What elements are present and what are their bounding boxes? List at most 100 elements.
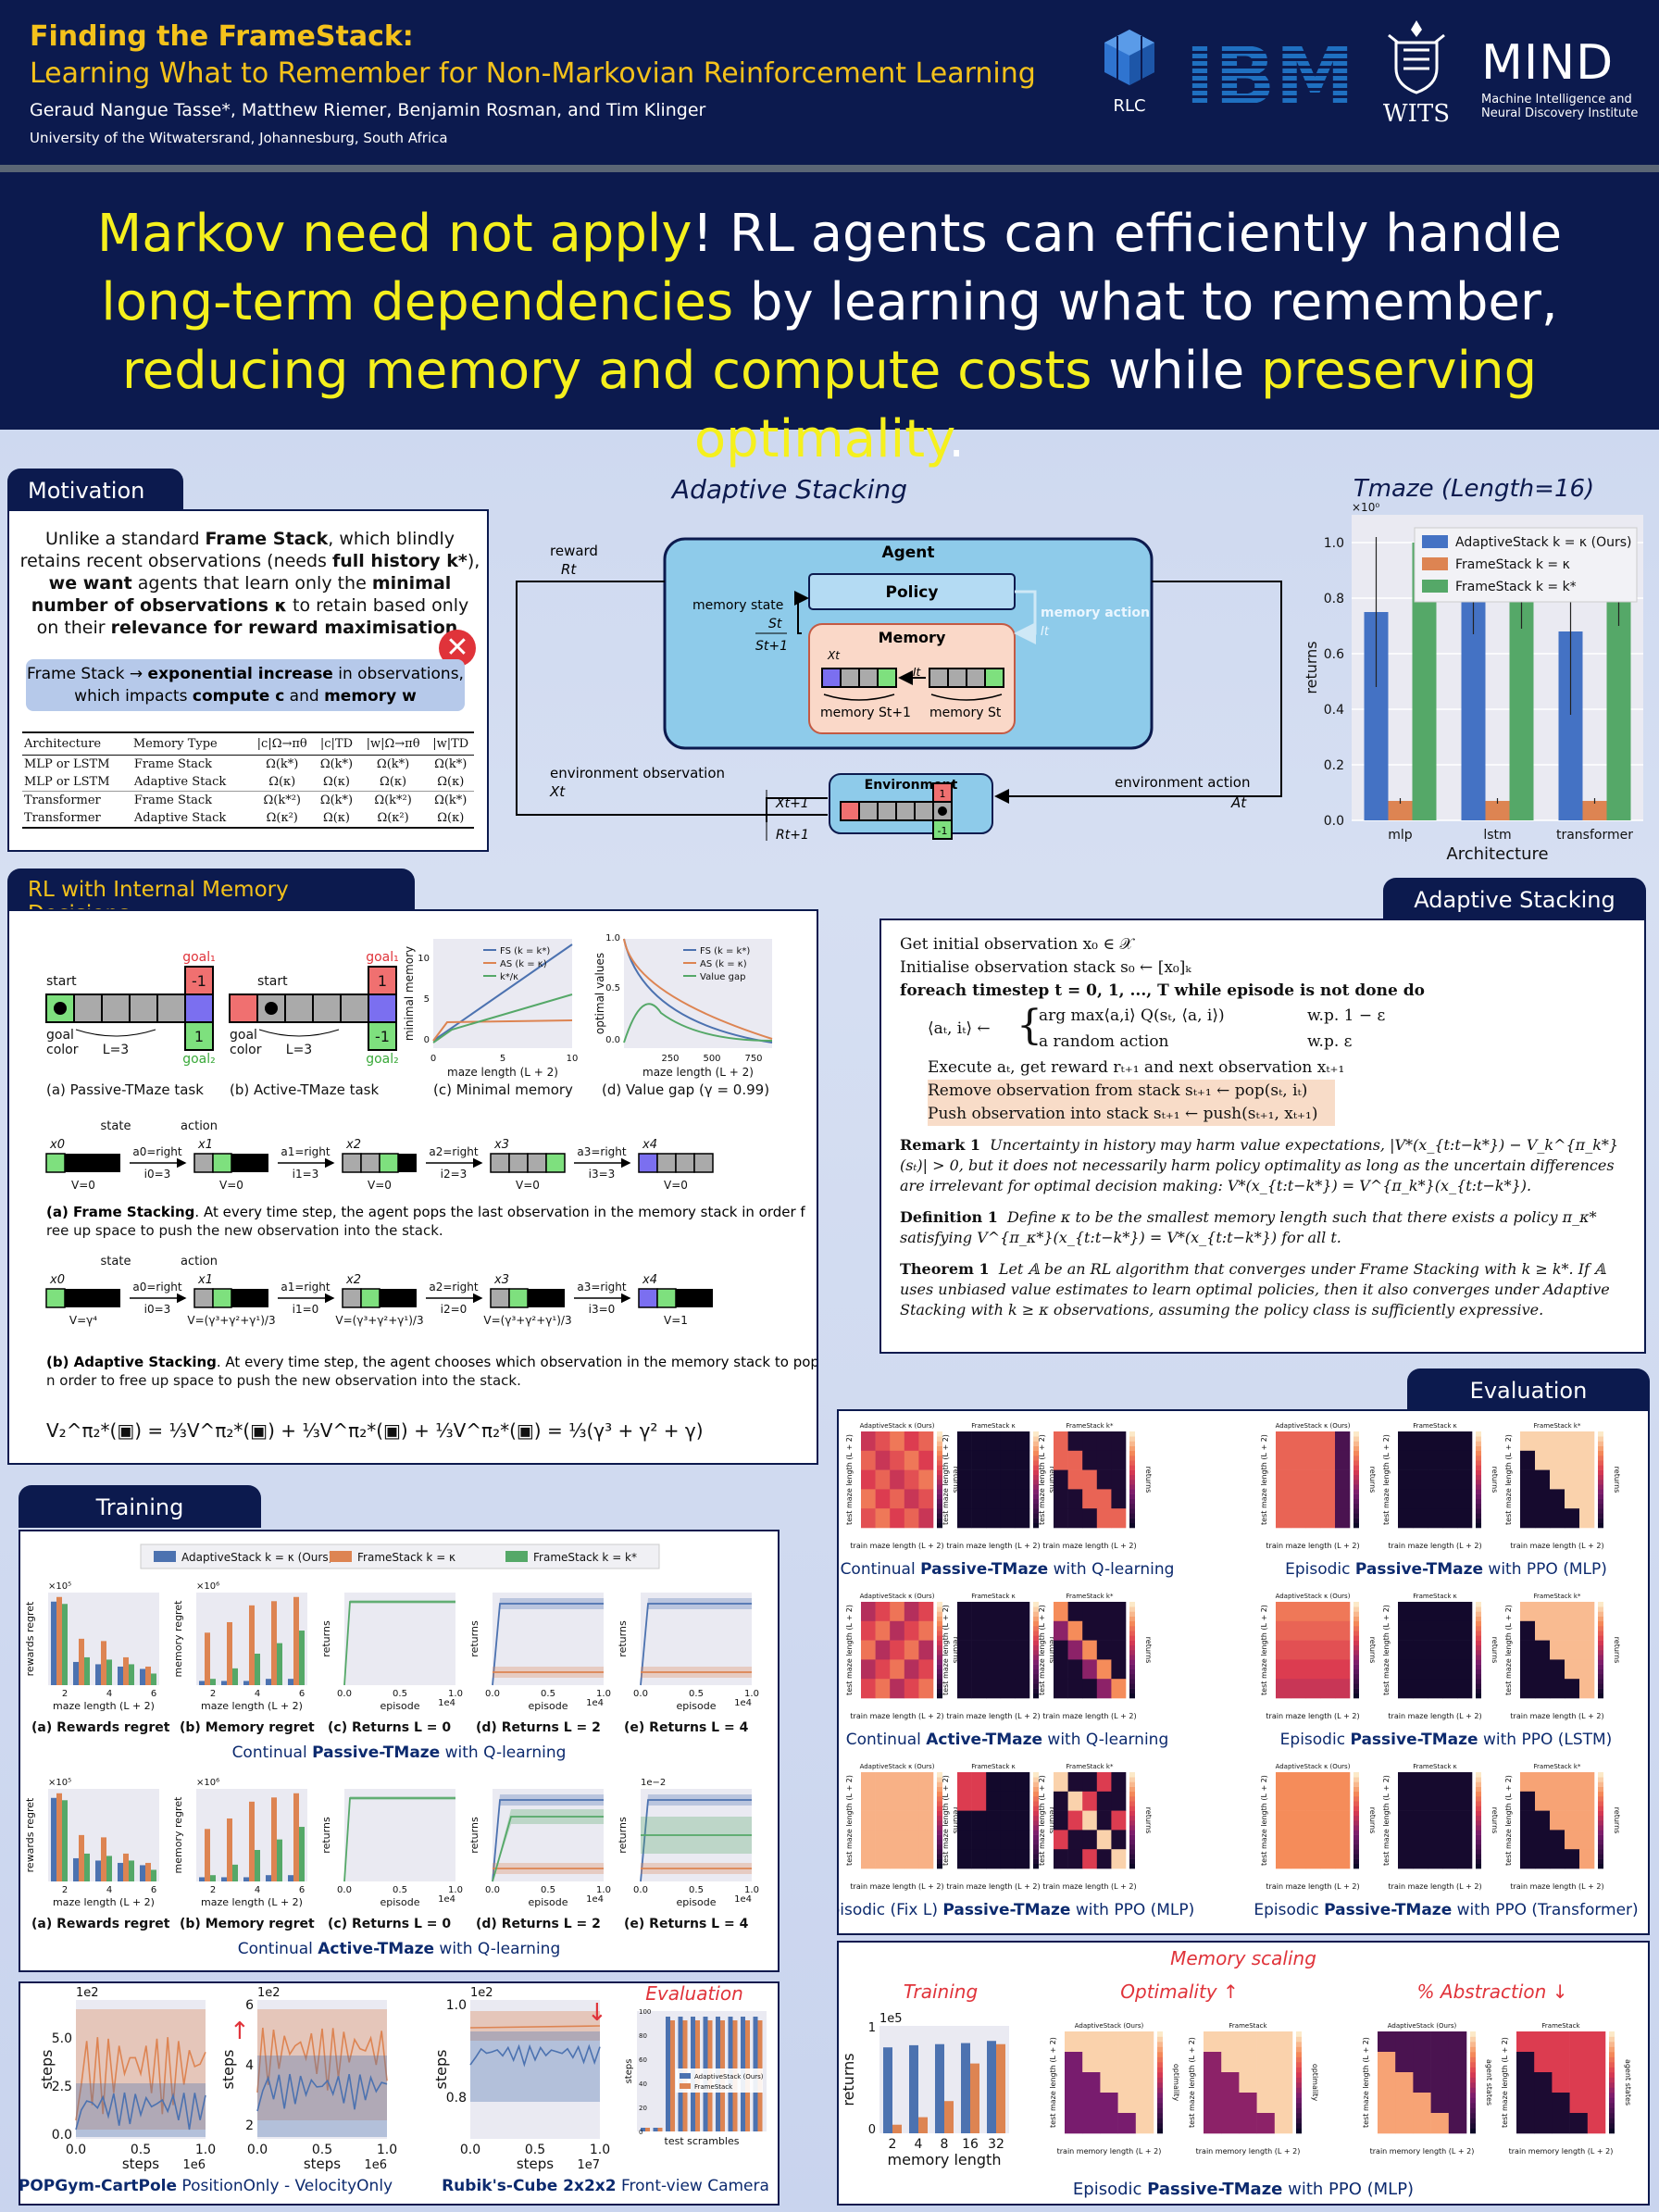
colorbar-step [1296,2042,1302,2047]
colorbar-step [937,1480,942,1485]
heatmap-cell [1565,1791,1580,1811]
series-line [623,1003,773,1044]
heatmap-cell [1565,1640,1580,1660]
heatmap-xlabel: train maze length (L + 2) [1042,1882,1136,1891]
heatmap-cell [1378,2052,1396,2073]
colorbar-step [1470,2103,1476,2108]
frame-action: a1=right [281,1145,331,1158]
stack-cell [638,1288,658,1308]
colorbar-step [1476,1620,1481,1627]
heatmap-cell [1305,1620,1321,1641]
bar [670,2020,675,2131]
heatmap-cell [918,1602,934,1622]
colorbar-step [1129,1431,1135,1437]
row-caption: (e) Returns L = 4 [624,1917,749,1931]
colorbar-step [1476,1849,1481,1855]
heatmap-cell [1395,2052,1414,2073]
x-tick: 2 [62,1689,68,1699]
heatmap-cell [1305,1602,1321,1622]
heatmap-cell [1457,1849,1473,1869]
heatmap-cell [890,1431,905,1452]
x-tick: 2 [62,1885,68,1895]
heatmap-title: FrameStack k* [1534,1593,1581,1600]
heatmap-cell [1398,1659,1414,1680]
frame-caption: ree up space to push the new observation… [46,1222,443,1239]
colorbar-label: returns [952,1467,960,1493]
colorbar-step [1033,1655,1039,1660]
bar [935,2043,944,2133]
heatmap-title: AdaptiveStack (Ours) [1388,2022,1457,2030]
heatmap-cell [875,1602,891,1622]
heatmap-cell [1550,1659,1565,1680]
bar [227,1621,232,1685]
colorbar-step [1296,2031,1302,2037]
heatmap-cell [1579,1489,1595,1509]
colorbar-step [1129,1602,1135,1607]
colorbar-step [937,1498,942,1505]
colorbar-step [1609,2113,1615,2118]
heatmap-cell [1378,2113,1396,2134]
heatmap-cell [1100,2031,1118,2053]
heatmap-cell [1256,2031,1276,2053]
colorbar-step [1598,1484,1603,1490]
bar [232,1668,238,1685]
colorbar-step [1033,1474,1039,1481]
heatmap-cell [890,1849,905,1869]
svg-text:Rt: Rt [561,561,577,578]
x-label: steps [517,2156,554,2172]
heatmap-cell [918,1791,934,1811]
heatmap-cell [1565,1772,1580,1793]
x-label: episode [528,1700,568,1712]
stack-cell [45,1153,66,1173]
colorbar-step [1476,1635,1481,1641]
bar [892,2124,902,2133]
goal-color-label: goal [230,1028,257,1043]
colorbar-step [937,1450,942,1456]
heatmap-ylabel: test maze length (L + 2) [942,1775,950,1866]
colorbar-step [1129,1606,1135,1612]
heatmap-cell [971,1620,987,1641]
colorbar-step [1033,1863,1039,1869]
heatmap-cell [890,1679,905,1699]
heatmap-cell [1291,1640,1306,1660]
colorbar-step [1470,2052,1476,2057]
heatmap-cell [1291,1830,1306,1850]
heatmap-cell [1398,1450,1414,1470]
heatmap-cell [1111,1659,1127,1680]
y-label: steps [432,2050,450,2090]
heatmap-cell [1054,1772,1068,1793]
heatmap-cell [890,1489,905,1509]
bar [299,1631,305,1685]
colorbar-step [1598,1849,1603,1855]
colorbar-step [1598,1635,1603,1641]
heatmap-cell [1535,1830,1551,1850]
heatmap-cell [1239,2113,1257,2134]
colorbar [937,1431,942,1529]
colorbar-step [1157,2128,1163,2134]
colorbar-step [1296,2118,1302,2124]
heatmap-cell [1117,2093,1137,2114]
heatmap-cell [1442,1508,1458,1529]
heatmap-cell [1117,2031,1137,2053]
heatmap-cell [1096,1431,1112,1452]
colorbar-step [1476,1668,1481,1675]
colorbar-step [1598,1626,1603,1631]
heatmap-ylabel: test maze length (L + 2) [1049,2037,1057,2128]
heatmap-cell [1276,1849,1291,1869]
heatmap-cell [1305,1849,1321,1869]
heatmap-cell [1579,1620,1595,1641]
heatmap-cell [1305,1640,1321,1660]
heatmap-cell [904,1640,919,1660]
scale-note: 1e4 [438,1894,455,1905]
x-label: maze length (L + 2) [642,1066,754,1079]
heatmap-cell [1067,1489,1083,1509]
colorbar-step [937,1631,942,1636]
colorbar-step [1598,1474,1603,1481]
colorbar-step [1129,1450,1135,1456]
heatmap-cell [1550,1602,1565,1622]
heatmap-cell [1274,2072,1293,2093]
heatmap-cell [890,1830,905,1850]
heatmap-cell [1579,1450,1595,1470]
heatmap-cell [1276,1469,1291,1490]
